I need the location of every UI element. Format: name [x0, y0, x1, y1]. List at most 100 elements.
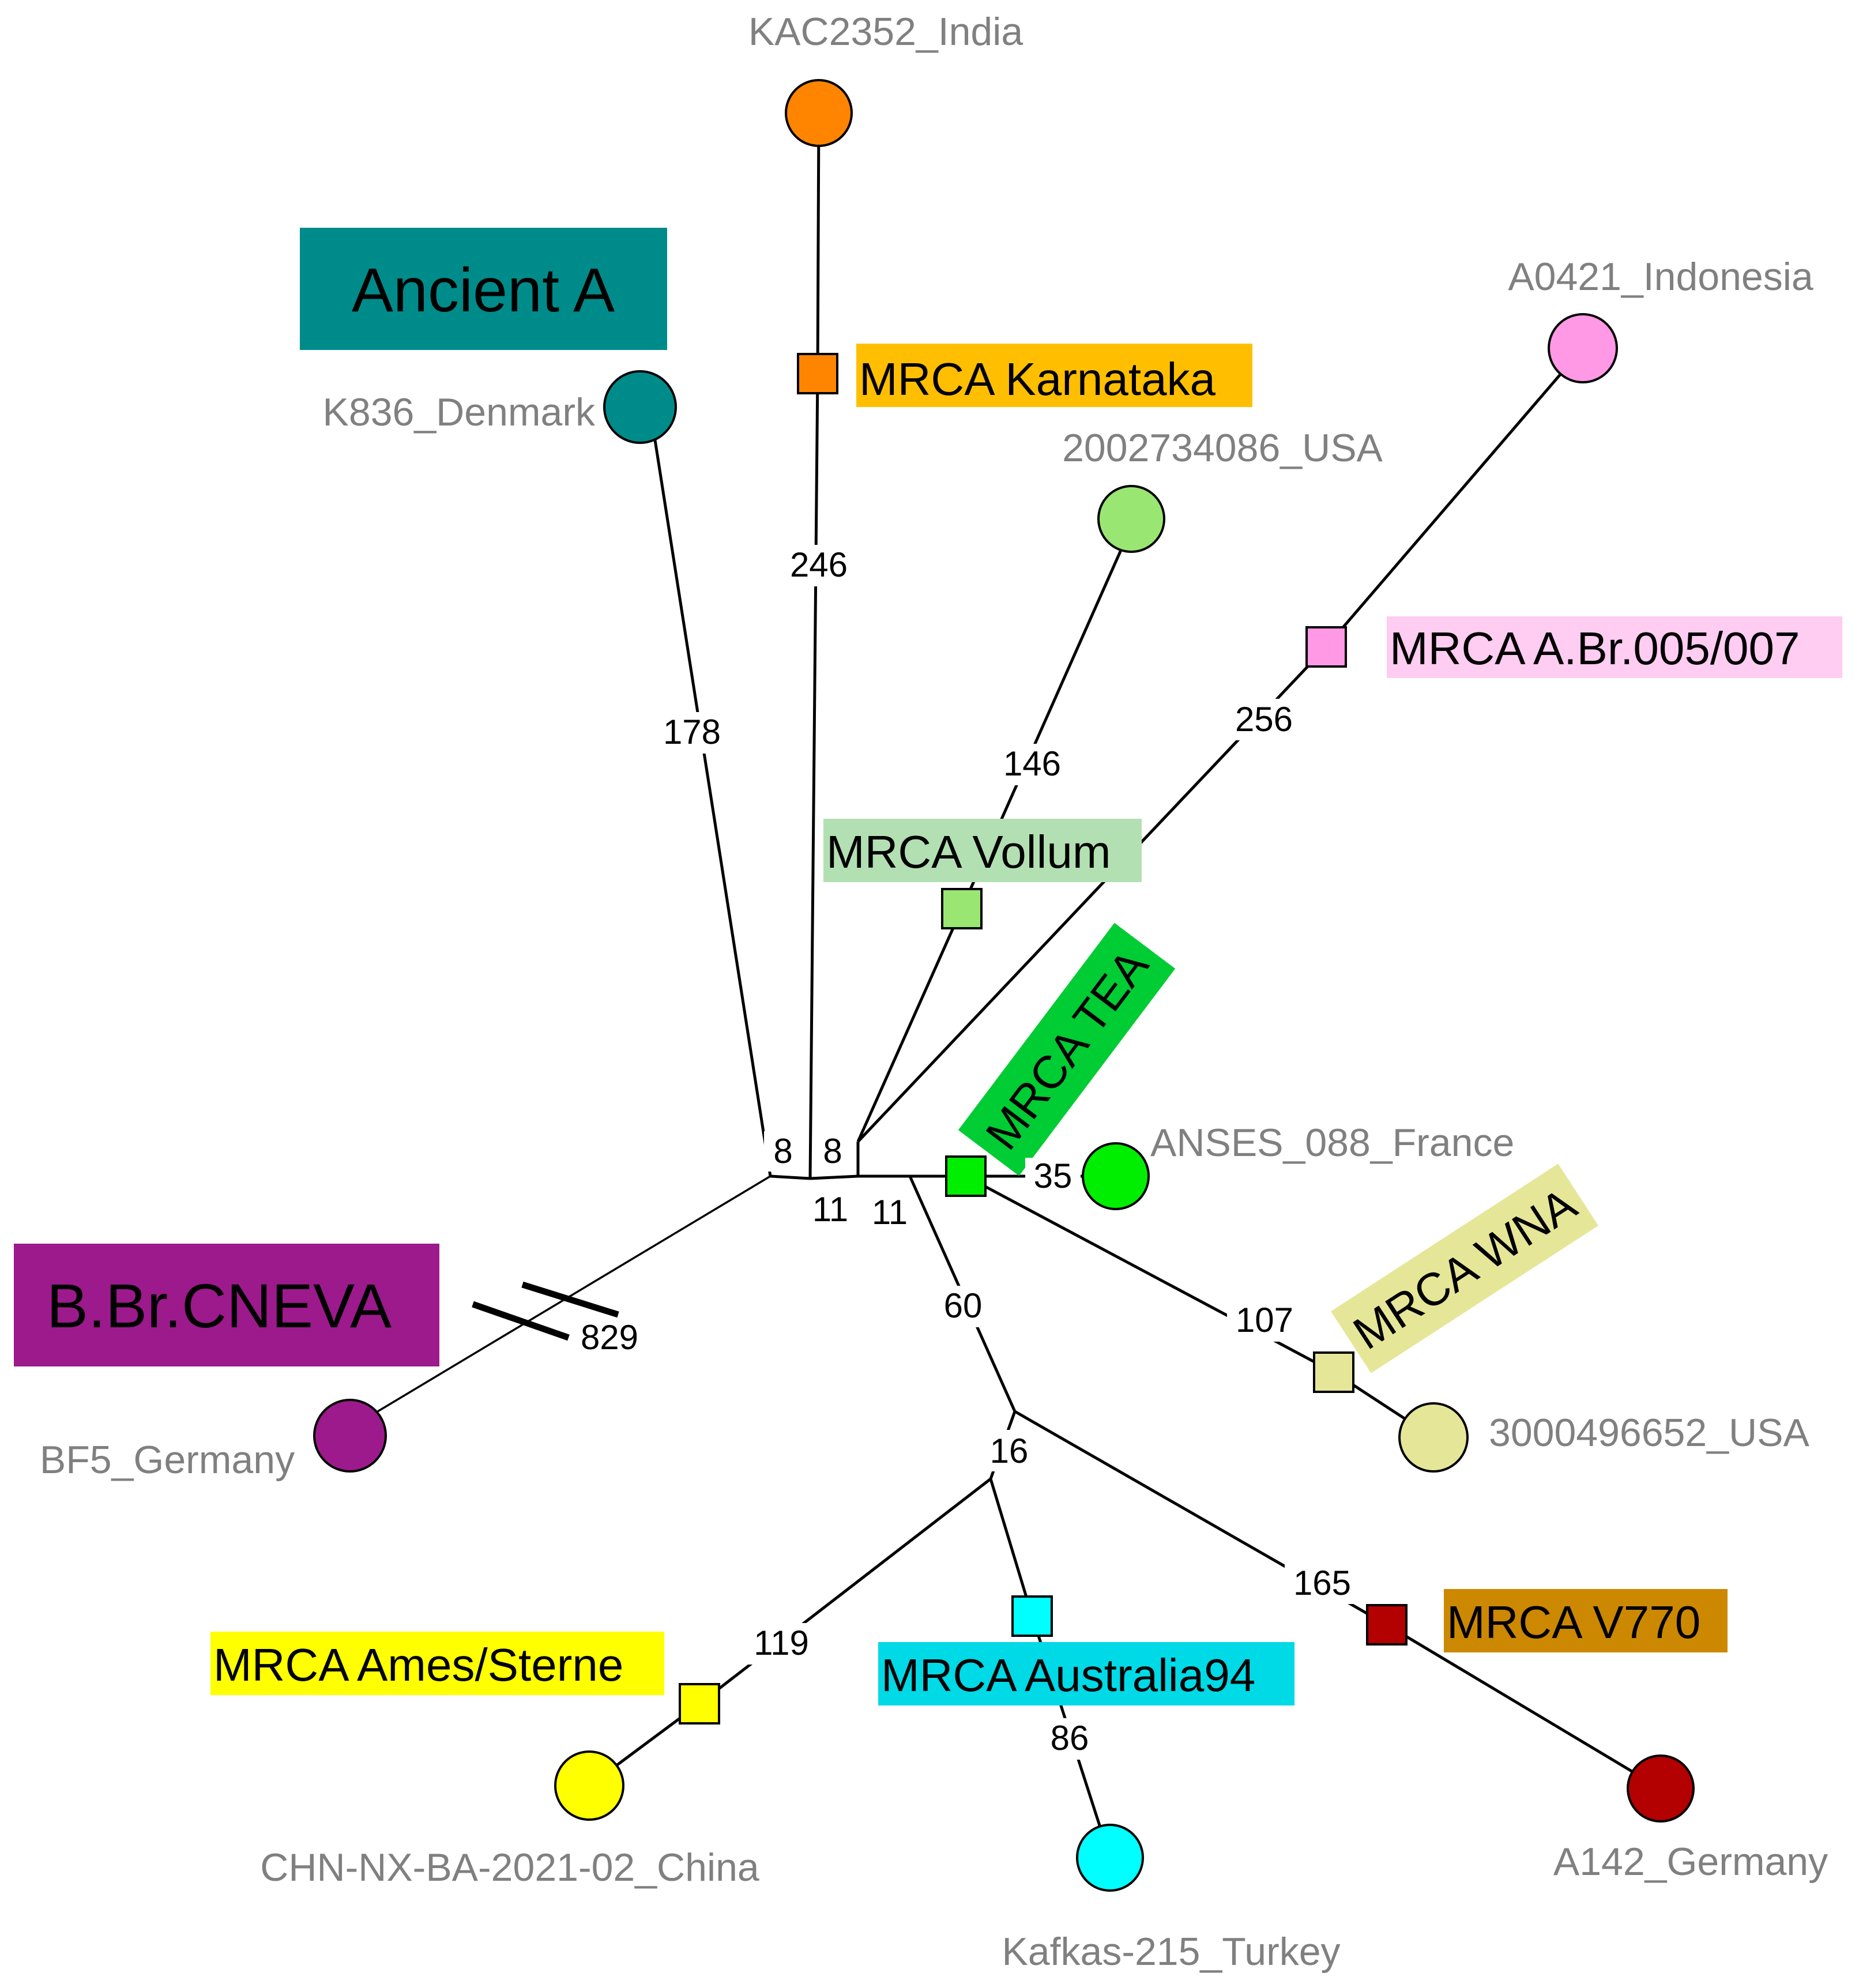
node-a142	[1627, 1754, 1695, 1823]
branch-length-165: 165	[1293, 1564, 1351, 1602]
label-bg-b7	[995, 744, 1070, 785]
branch-length-11-right: 11	[872, 1193, 908, 1232]
node-chn	[554, 1750, 624, 1821]
group-b-br-cneva-label: B.Br.CNEVA	[47, 1271, 392, 1341]
node-2002734086	[1097, 485, 1165, 553]
branch-a0421	[1325, 347, 1584, 648]
mrca-vollum-bg	[823, 819, 1142, 882]
mrca-a-br-005-007-text: MRCA A.Br.005/007	[1390, 623, 1800, 674]
mrca-wna-text: MRCA WNA	[1345, 1178, 1586, 1360]
branch-wna	[965, 1174, 1335, 1374]
node-mrca-v770	[1366, 1604, 1408, 1646]
mrca-ames-sterne-label: MRCA Ames/Sterne	[210, 1632, 664, 1695]
group-ancient-a-label: Ancient A	[352, 255, 615, 325]
mrca-tea-text: MRCA TEA	[976, 940, 1158, 1159]
node-bf5	[313, 1399, 387, 1473]
mrca-a-br-005-007-label: MRCA A.Br.005/007	[1387, 616, 1842, 678]
label-bg-b10	[1227, 1300, 1302, 1342]
branch-length-35: 35	[1034, 1157, 1072, 1195]
node-mrca-a-br-005-007	[1305, 626, 1347, 668]
branch-length-11-left: 11	[812, 1190, 848, 1229]
label-bg-b16	[574, 1317, 649, 1359]
label-bg-b6	[781, 545, 856, 586]
branch-length-146: 146	[1003, 744, 1061, 783]
branch-length-labels: 8 8 11 11 178 246 146 256 35 107 60 16 1…	[574, 545, 1360, 1760]
branch-australia94	[989, 1478, 1034, 1617]
mrca-tea-label: MRCA TEA	[958, 923, 1176, 1176]
group-ancient-a: Ancient A	[300, 228, 667, 350]
node-anses088	[1082, 1142, 1150, 1210]
mrca-v770-bg	[1444, 1589, 1728, 1652]
label-bg-b8	[1226, 699, 1301, 740]
node-mrca-australia94	[1011, 1595, 1053, 1637]
group-b-br-cneva: B.Br.CNEVA	[14, 1244, 439, 1366]
label-bg-b1	[764, 1131, 803, 1172]
label-kafkas: Kafkas-215_Turkey	[1002, 1930, 1340, 1974]
mrca-karnataka-text: MRCA Karnataka	[859, 353, 1216, 405]
branch-length-8-left: 8	[773, 1132, 792, 1170]
mrca-ames-sterne-text: MRCA Ames/Sterne	[213, 1639, 623, 1690]
mrca-australia94-bg	[878, 1642, 1294, 1705]
mrca-wna-label: MRCA WNA	[1331, 1164, 1598, 1373]
branch-length-119: 119	[754, 1624, 809, 1662]
branch-length-829: 829	[581, 1318, 638, 1357]
branch-length-246: 246	[790, 545, 848, 584]
branch-backbone-1	[770, 1174, 811, 1180]
label-bg-b15	[1044, 1718, 1099, 1760]
node-kafkas	[1076, 1824, 1144, 1892]
branch-backbone-2	[810, 1174, 859, 1180]
node-mrca-karnataka	[797, 353, 838, 394]
label-bf5: BF5_Germany	[40, 1438, 295, 1482]
node-mrca-tea	[945, 1155, 987, 1197]
node-k836	[603, 370, 677, 444]
mrca-nodes	[679, 353, 1408, 1725]
label-anses088: ANSES_088_France	[1150, 1121, 1514, 1165]
label-chn: CHN-NX-BA-2021-02_China	[260, 1846, 759, 1889]
mrca-wna-bg	[1331, 1164, 1598, 1373]
mrca-vollum-text: MRCA Vollum	[826, 826, 1111, 878]
break-mark-2	[472, 1301, 570, 1341]
label-bg-b14	[744, 1623, 819, 1665]
label-3000496652: 3000496652_USA	[1489, 1411, 1809, 1455]
mrca-karnataka-label: MRCA Karnataka	[856, 344, 1252, 407]
node-kac2352	[785, 79, 853, 147]
node-a0421	[1548, 313, 1618, 383]
break-mark-1	[521, 1281, 619, 1318]
node-mrca-vollum	[941, 888, 983, 929]
mrca-tea-bg	[958, 923, 1176, 1176]
branch-vollum	[856, 908, 964, 1143]
label-a0421: A0421_Indonesia	[1508, 255, 1813, 299]
mrca-vollum-label: MRCA Vollum	[823, 819, 1142, 882]
branch-length-60: 60	[944, 1286, 983, 1325]
mrca-australia94-label: MRCA Australia94	[878, 1642, 1294, 1705]
label-kac2352: KAC2352_India	[748, 10, 1023, 54]
label-bg-b5	[656, 712, 730, 754]
strain-nodes	[313, 79, 1695, 1892]
branch-break-marks	[472, 1281, 619, 1341]
branch-kac2352	[816, 112, 821, 374]
label-bg-b12	[980, 1430, 1036, 1471]
mrca-karnataka-bg	[856, 344, 1252, 407]
label-bg-b9	[1025, 1158, 1081, 1195]
mrca-a-br-005-007-bg	[1387, 616, 1842, 678]
mrca-ames-sterne-bg	[210, 1632, 664, 1695]
branch-a142	[1386, 1623, 1662, 1790]
group-b-br-cneva-bg	[14, 1244, 439, 1366]
label-k836: K836_Denmark	[323, 390, 596, 434]
strain-labels: KAC2352_India K836_Denmark A0421_Indones…	[40, 10, 1828, 1974]
label-bg-b11	[936, 1286, 992, 1327]
branch-length-86: 86	[1051, 1719, 1089, 1757]
branch-length-256: 256	[1235, 700, 1293, 739]
branch-karnataka	[808, 373, 819, 1179]
mrca-australia94-text: MRCA Australia94	[881, 1650, 1255, 1701]
branch-length-16: 16	[990, 1432, 1029, 1470]
branch-bf5	[377, 1175, 771, 1413]
mrca-v770-text: MRCA V770	[1447, 1597, 1700, 1648]
group-ancient-a-bg	[300, 228, 667, 350]
node-mrca-ames-sterne	[679, 1683, 720, 1725]
branch-ames	[698, 1478, 992, 1705]
branch-length-178: 178	[663, 713, 721, 751]
label-bg-b13	[1285, 1562, 1360, 1604]
label-2002734086: 2002734086_USA	[1062, 426, 1383, 470]
